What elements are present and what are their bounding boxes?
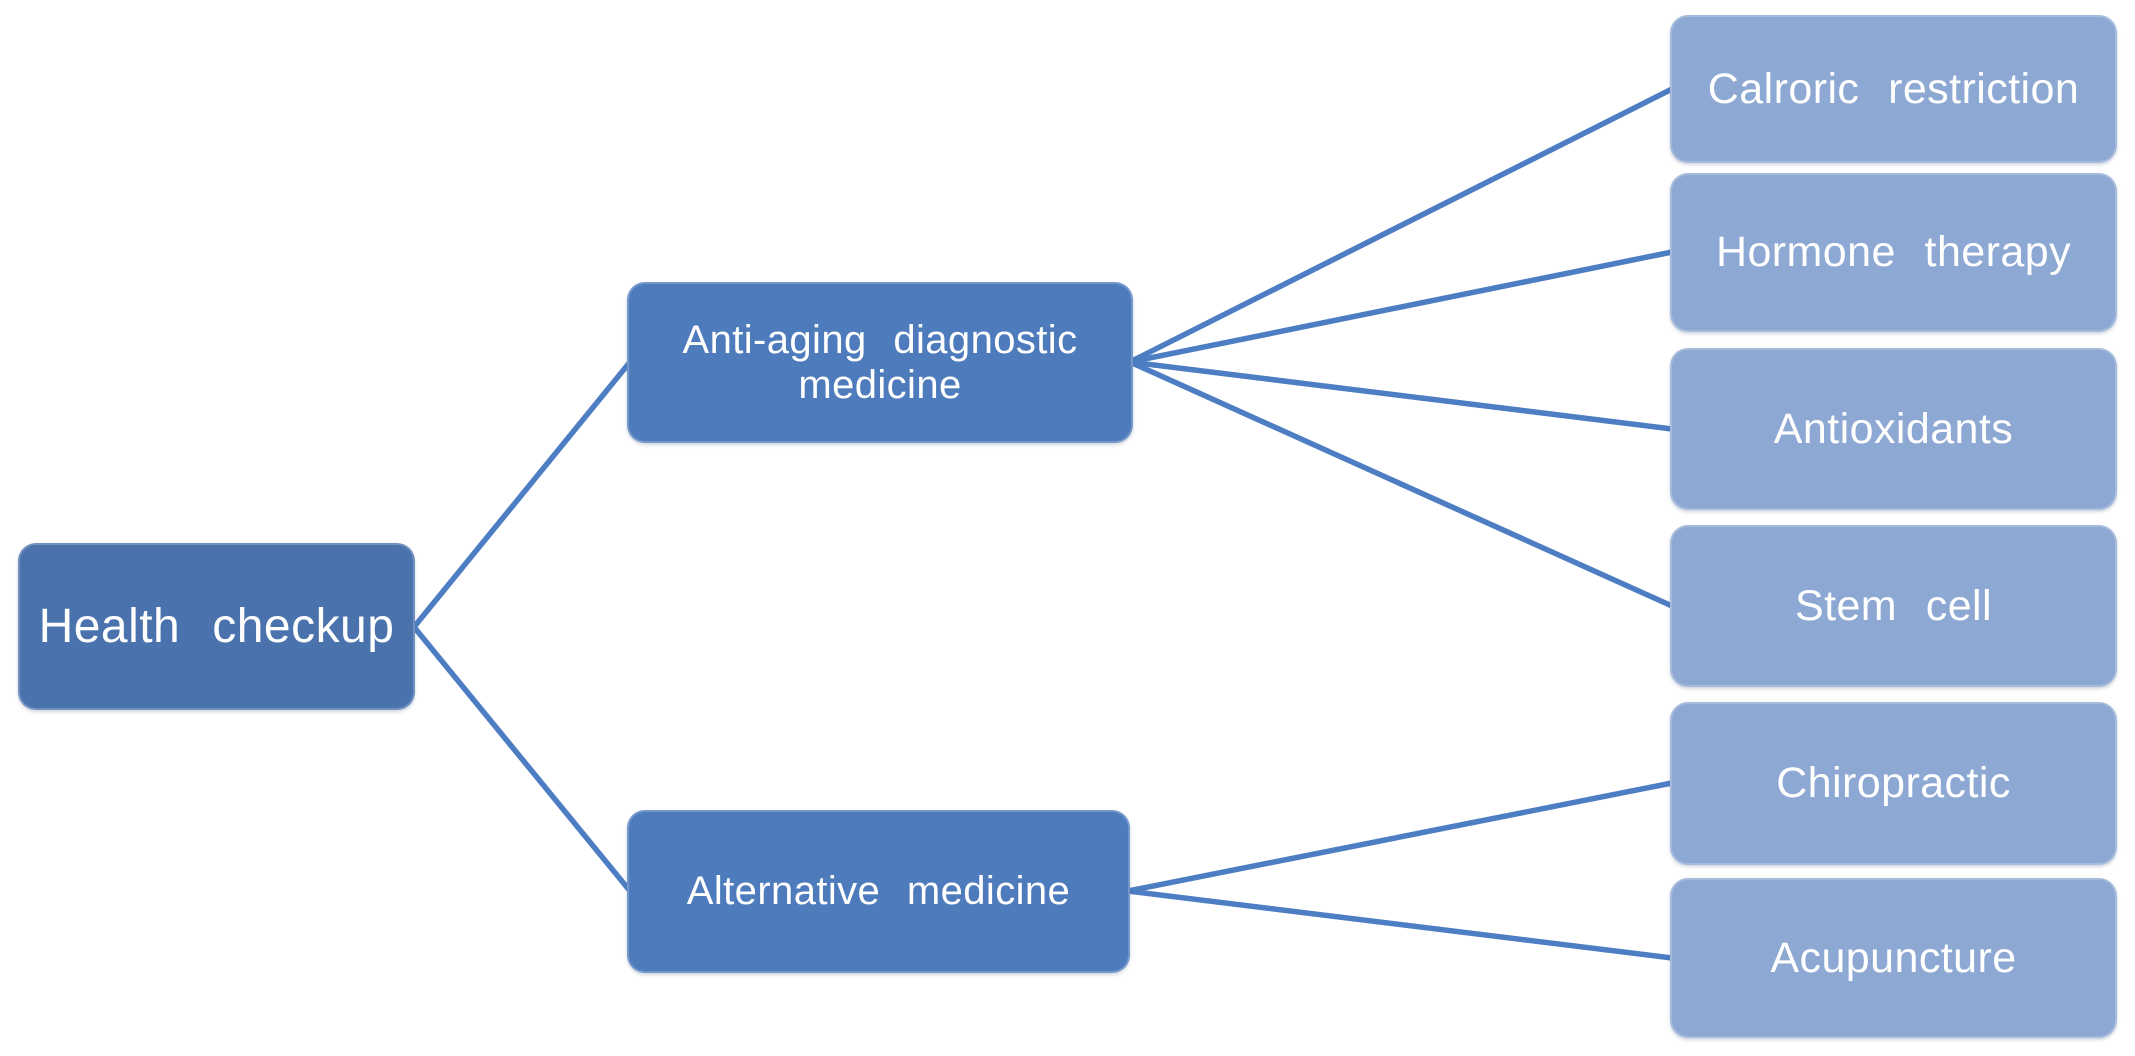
node-caloric-restriction-label: Calroric restriction (1707, 64, 2080, 113)
node-acupuncture-label: Acupuncture (1770, 933, 2017, 982)
connector-branch1-leaf3 (1127, 359, 1675, 432)
node-hormone-therapy-label: Hormone therapy (1715, 228, 2071, 276)
node-antioxidants-label: Antioxidants (1773, 404, 2014, 453)
node-health-checkup-label: Health checkup (38, 600, 395, 653)
node-chiropractic: Chiropractic (1670, 702, 2117, 865)
node-anti-aging-label: Anti-aging diagnostic medicine (682, 317, 1078, 407)
node-alternative-medicine-label: Alternative medicine (686, 869, 1071, 913)
node-hormone-therapy: Hormone therapy (1670, 173, 2117, 332)
node-chiropractic-label: Chiropractic (1776, 759, 2011, 807)
node-caloric-restriction: Calroric restriction (1670, 15, 2117, 163)
connector-branch1-leaf2 (1127, 249, 1675, 365)
node-health-checkup: Health checkup (18, 543, 415, 710)
node-stem-cell-label: Stem cell (1794, 581, 1993, 630)
connector-branch1-leaf4 (1127, 359, 1675, 609)
connector-branch1-leaf1 (1127, 86, 1675, 365)
node-alternative-medicine: Alternative medicine (627, 810, 1130, 973)
connector-branch2-leaf1 (1125, 780, 1675, 894)
node-acupuncture: Acupuncture (1670, 878, 2117, 1038)
connector-root-branch1 (411, 359, 633, 630)
node-anti-aging-diagnostic-medicine: Anti-aging diagnostic medicine (627, 282, 1133, 443)
connector-branch2-leaf2 (1125, 888, 1675, 961)
node-stem-cell: Stem cell (1670, 525, 2117, 687)
node-antioxidants: Antioxidants (1670, 348, 2117, 510)
connector-root-branch2 (411, 624, 633, 894)
